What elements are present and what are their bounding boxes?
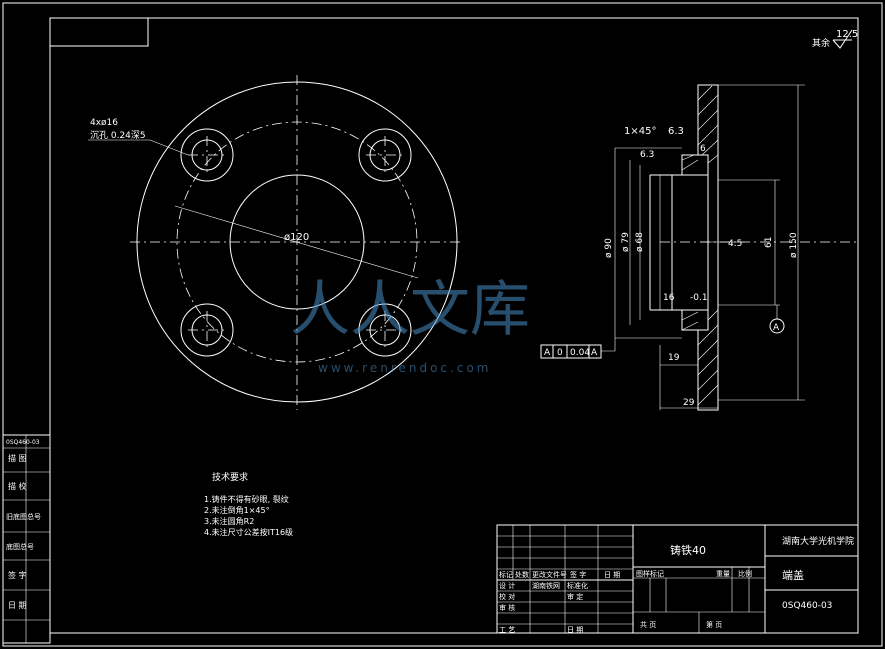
front-view: 4xø16 沉孔 0.24深5 ø120 <box>88 75 462 410</box>
bolt-hole-br <box>358 303 412 357</box>
title-block: 标记 处数 更改文件号 签 字 日 期 设 计 湖南铁网 标准化 校 对 审 定… <box>496 524 859 634</box>
watermark: 人人文库 www.renrendoc.com <box>290 275 530 375</box>
svg-text:处数: 处数 <box>515 570 529 579</box>
dim-61: 61 <box>764 237 774 248</box>
svg-text:描 校: 描 校 <box>8 481 27 491</box>
top-left-box <box>49 17 149 47</box>
section-view: 1×45° 6.3 6.3 6 ø 90 ø 79 ø 68 4.5 61 ø … <box>540 84 858 411</box>
svg-text:2.未注倒角1×45°: 2.未注倒角1×45° <box>204 505 270 515</box>
svg-text:1.铸件不得有砂眼, 裂纹: 1.铸件不得有砂眼, 裂纹 <box>204 494 289 504</box>
ra-top: 6.3 <box>668 126 684 137</box>
hole-note-1: 4xø16 <box>90 118 118 128</box>
svg-text:共 页: 共 页 <box>640 620 656 629</box>
svg-text:日 期: 日 期 <box>604 571 620 579</box>
bolt-hole-tl <box>180 128 234 182</box>
tech-requirements: 技术要求 1.铸件不得有砂眼, 裂纹 2.未注倒角1×45° 3.未注圆角R2 … <box>204 471 293 537</box>
svg-text:工 艺: 工 艺 <box>499 626 515 634</box>
svg-text:签 字: 签 字 <box>570 570 586 579</box>
datum-label: A <box>773 323 780 333</box>
roughness-value: 12.5 <box>836 29 858 40</box>
dim-d150: ø 150 <box>789 232 799 258</box>
flange-section <box>697 84 719 411</box>
svg-text:人人文库: 人人文库 <box>290 275 530 345</box>
dim-29: 29 <box>683 398 695 408</box>
svg-text:www.renrendoc.com: www.renrendoc.com <box>318 361 491 375</box>
svg-text:日 期: 日 期 <box>567 626 583 634</box>
dim-d79: ø 79 <box>621 232 631 252</box>
svg-text:签 字: 签 字 <box>8 570 27 580</box>
svg-text:日 期: 日 期 <box>8 601 27 610</box>
hole-note-2: 沉孔 0.24深5 <box>90 130 146 141</box>
svg-text:0SQ460-03: 0SQ460-03 <box>6 439 40 446</box>
dim-45: 4.5 <box>728 239 742 249</box>
svg-text:A: A <box>544 348 551 358</box>
dim-16: 16 <box>663 293 675 303</box>
svg-text:审 核: 审 核 <box>499 603 515 612</box>
dim-6: 6 <box>700 144 706 154</box>
svg-text:校 对: 校 对 <box>499 592 515 601</box>
svg-text:旧底图总号: 旧底图总号 <box>6 512 41 521</box>
svg-text:图样标记: 图样标记 <box>636 569 664 578</box>
spigot-outline <box>671 154 698 331</box>
svg-text:湖南铁网: 湖南铁网 <box>532 581 560 590</box>
dim-d68: ø 68 <box>635 232 645 252</box>
bolt-hole-bl <box>180 303 234 357</box>
part-name: 端盖 <box>782 568 804 582</box>
ra-inner: 6.3 <box>640 150 654 160</box>
dim-tol: -0.1 <box>690 293 708 303</box>
chamfer-label: 1×45° <box>624 126 656 137</box>
inner-border <box>49 17 859 634</box>
pcd-dim-line <box>174 205 419 279</box>
tolerance-frame: A 0 0.04 A <box>540 338 616 359</box>
roughness-symbol: 其余 12.5 <box>812 29 858 49</box>
svg-text:4.未注尺寸公差按IT16级: 4.未注尺寸公差按IT16级 <box>204 527 293 537</box>
school-name: 湖南大学光机学院 <box>782 535 854 547</box>
svg-text:标准化: 标准化 <box>567 581 588 590</box>
svg-text:描 图: 描 图 <box>8 453 27 463</box>
svg-text:标记: 标记 <box>499 570 513 579</box>
svg-text:更改文件号: 更改文件号 <box>532 570 567 579</box>
left-strip: 0SQ460-03 描 图 描 校 旧底图总号 底图总号 签 字 日 期 <box>2 434 51 644</box>
svg-text:A: A <box>591 348 598 358</box>
bolt-hole-tr <box>358 128 412 182</box>
dim-d90: ø 90 <box>604 238 614 258</box>
svg-text:审 定: 审 定 <box>567 592 583 601</box>
tech-title: 技术要求 <box>212 471 248 483</box>
roughness-label: 其余 <box>812 37 830 49</box>
svg-text:0: 0 <box>557 348 563 358</box>
drawing-number: 0SQ460-03 <box>782 601 832 611</box>
svg-text:第 页: 第 页 <box>706 620 722 629</box>
svg-text:设 计: 设 计 <box>499 581 515 590</box>
svg-text:重量: 重量 <box>716 570 730 578</box>
material: 铸铁40 <box>670 543 706 557</box>
svg-text:底图总号: 底图总号 <box>6 542 34 551</box>
svg-text:比例: 比例 <box>738 569 752 578</box>
pcd-label: ø120 <box>284 232 309 243</box>
svg-text:3.未注圆角R2: 3.未注圆角R2 <box>204 516 254 526</box>
dim-19: 19 <box>668 353 680 363</box>
svg-text:0.04: 0.04 <box>570 348 590 358</box>
